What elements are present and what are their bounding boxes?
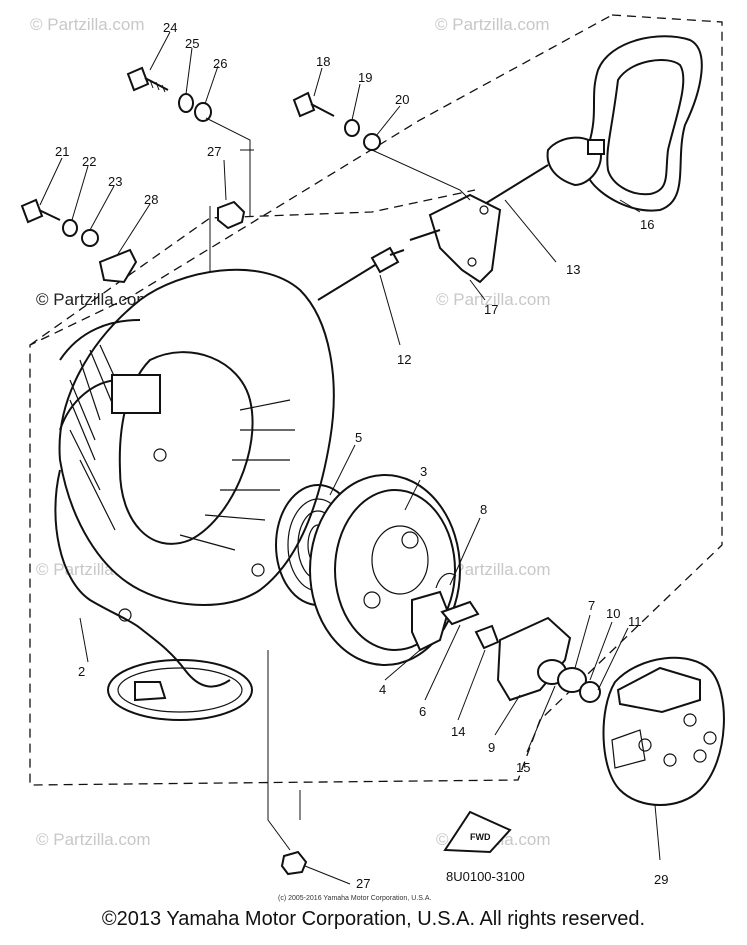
pawl-spring	[440, 600, 480, 626]
assembly-outline	[29, 14, 723, 786]
callout-number: 15	[516, 760, 530, 775]
fwd-arrow: FWD	[443, 810, 512, 854]
watermark: © Partzilla.com	[436, 290, 551, 309]
callout-number: 3	[420, 464, 427, 479]
callout-number: 6	[419, 704, 426, 719]
callout-number: 4	[379, 682, 386, 697]
callout-number: 9	[488, 740, 495, 755]
starter-handle	[546, 35, 703, 212]
callout-number: 18	[316, 54, 330, 69]
callout-number: 20	[395, 92, 409, 107]
spring	[474, 624, 500, 650]
callout-number: 16	[640, 217, 654, 232]
nut	[217, 200, 246, 230]
callout-number: 8	[480, 502, 487, 517]
callout-number: 14	[451, 724, 465, 739]
copyright-notice: ©2013 Yamaha Motor Corporation, U.S.A. A…	[101, 908, 646, 930]
callout-number: 5	[355, 430, 362, 445]
small-copyright: (c) 2005-2016 Yamaha Motor Corporation, …	[278, 895, 431, 902]
diagram-code: 8U0100-3100	[446, 869, 525, 884]
drive-plate	[496, 616, 572, 702]
starter-pulley	[602, 656, 725, 806]
rope-loop	[107, 659, 253, 721]
rope-guide	[409, 193, 502, 284]
callout-number: 21	[55, 144, 69, 159]
callout-number: 11	[628, 614, 642, 629]
pawl	[411, 590, 450, 652]
washer	[363, 133, 381, 151]
callout-number: 27	[207, 144, 221, 159]
watermark: © Partzilla.com	[36, 290, 151, 309]
callout-number: 29	[654, 872, 668, 887]
callout-number: 28	[144, 192, 158, 207]
callout-number: 23	[108, 174, 122, 189]
bolt	[292, 91, 335, 118]
callout-number: 7	[588, 598, 595, 613]
washer	[81, 229, 99, 247]
watermark: © Partzilla.com	[436, 560, 551, 579]
watermark: © Partzilla.com	[36, 830, 151, 849]
spring-washer	[557, 667, 587, 693]
lock-washer	[178, 93, 194, 113]
callout-number: 22	[82, 154, 96, 169]
callout-leaders	[39, 31, 661, 885]
callout-number: 24	[163, 20, 177, 35]
callout-number: 17	[484, 302, 498, 317]
bracket	[98, 248, 138, 284]
fwd-label: FWD	[470, 832, 491, 842]
callout-number: 25	[185, 36, 199, 51]
nut	[579, 681, 601, 703]
callout-number: 12	[397, 352, 411, 367]
rope-shaft	[317, 246, 405, 301]
callout-number: 13	[566, 262, 580, 277]
callout-number: 2	[78, 664, 85, 679]
callout-number: 19	[358, 70, 372, 85]
bolt	[126, 66, 169, 93]
gasket	[54, 469, 231, 688]
clip	[435, 572, 457, 589]
bolt	[20, 198, 61, 224]
starter-housing	[58, 268, 335, 622]
callout-number: 27	[356, 876, 370, 891]
lock-washer	[62, 219, 78, 237]
washer	[194, 102, 212, 122]
callout-number: 10	[606, 606, 620, 621]
lock-washer	[344, 119, 360, 137]
watermark: © Partzilla.com	[30, 15, 145, 34]
callout-number: 26	[213, 56, 227, 71]
nut	[280, 850, 308, 876]
watermark: © Partzilla.com	[435, 15, 550, 34]
